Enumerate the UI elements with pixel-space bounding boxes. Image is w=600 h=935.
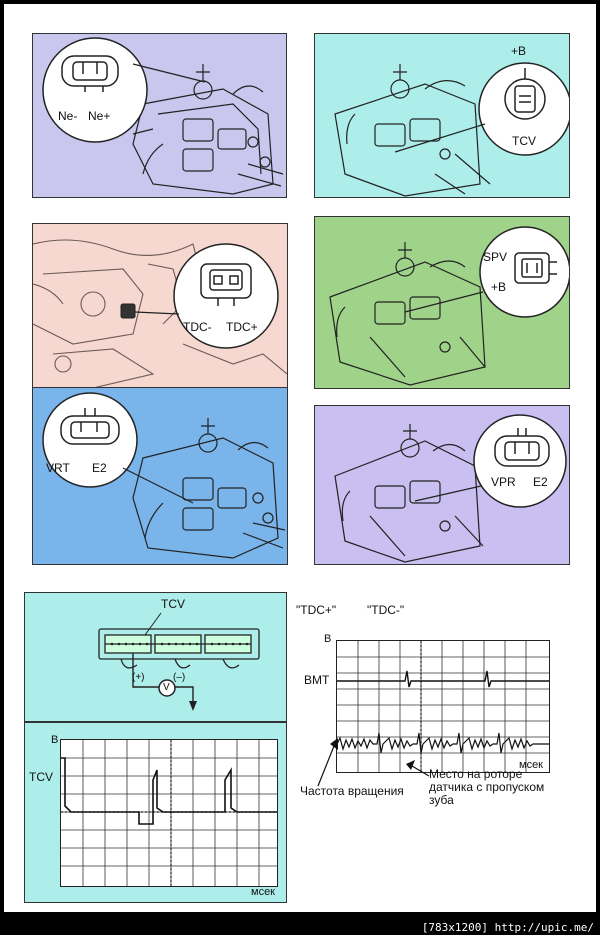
- speed-callout: Частота вращения: [300, 784, 404, 798]
- vrt-connector-icon: [60, 408, 120, 445]
- voltmeter-icon: [158, 679, 176, 697]
- vrt-e2-label: E2: [92, 461, 107, 475]
- tcv-scope-y-unit: В: [51, 734, 59, 746]
- tcv-name-label: TCV: [512, 134, 536, 148]
- callout-arrows: [317, 738, 430, 787]
- tcv-scope-screen: [60, 739, 278, 887]
- ne-minus-label: Ne-: [58, 109, 78, 123]
- tcv-scope-channel: TCV: [29, 770, 53, 784]
- tcv-scope-panel: В TCV мсек: [24, 722, 287, 903]
- meter-symbol: V: [163, 682, 170, 693]
- meter-minus-label: (–): [173, 672, 186, 683]
- vrt-panel: VRT E2: [32, 387, 288, 565]
- tdc-scope-screen: [336, 640, 550, 773]
- gap-callout-line3: зуба: [429, 793, 454, 807]
- ne-plus-label: Ne+: [88, 109, 111, 123]
- injection-pump-drawing: [334, 62, 569, 197]
- ne-sensor-panel: Ne- Ne+: [32, 33, 287, 198]
- spv-panel: SPV +B: [314, 216, 570, 389]
- tdc-plus-header: "TDC+": [296, 603, 337, 617]
- vrt-name-label: VRT: [46, 461, 70, 475]
- tdc-scope-channel: ВМТ: [304, 673, 330, 687]
- meter-plus-label: (+): [132, 672, 145, 683]
- tdc-scope-y-unit: В: [324, 633, 332, 645]
- meter-panel-title: TCV: [161, 597, 185, 611]
- tdc-minus-header: "TDC-": [367, 603, 405, 617]
- gap-callout-line1: Место на роторе: [429, 767, 523, 781]
- tdc-sensor-panel: TDC- TDC+: [32, 223, 288, 389]
- tdc-scope-x-unit: мсек: [519, 759, 543, 771]
- page-canvas: Ne- Ne+: [4, 4, 596, 912]
- tcv-scope-x-unit: мсек: [251, 886, 275, 898]
- image-footer: [783x1200] http://upic.me/: [421, 921, 594, 934]
- tdc-minus-label: TDC-: [183, 320, 212, 334]
- tcv-connector-icon: [504, 68, 546, 120]
- vpr-name-label: VPR: [491, 475, 516, 489]
- injection-pump-drawing: [334, 414, 567, 563]
- tcv-plus-b-label: +B: [511, 44, 527, 58]
- injection-pump-drawing: [42, 392, 286, 559]
- tdc-connector-icon: [200, 263, 252, 306]
- injection-pump-drawing: [42, 37, 284, 195]
- tcv-meter-panel: TCV (+) (–) V: [24, 592, 287, 722]
- ecu-connector-drawing: [98, 612, 260, 711]
- tdc-plus-label: TDC+: [226, 320, 258, 334]
- vpr-panel: VPR E2: [314, 405, 570, 565]
- spv-connector-icon: [514, 252, 557, 284]
- tcv-waveform: [61, 740, 277, 886]
- ne-connector-icon: [61, 55, 119, 92]
- tcv-panel: +B TCV: [314, 33, 570, 198]
- vpr-connector-icon: [494, 428, 550, 467]
- injection-pump-drawing: [329, 226, 569, 386]
- vpr-e2-label: E2: [533, 475, 548, 489]
- spv-name-label: SPV: [483, 250, 508, 264]
- tdc-waveform: [336, 641, 549, 772]
- engine-block-drawing: [33, 239, 287, 388]
- spv-plus-b-label: +B: [491, 280, 507, 294]
- gap-callout-line2: датчика с пропуском: [429, 780, 545, 794]
